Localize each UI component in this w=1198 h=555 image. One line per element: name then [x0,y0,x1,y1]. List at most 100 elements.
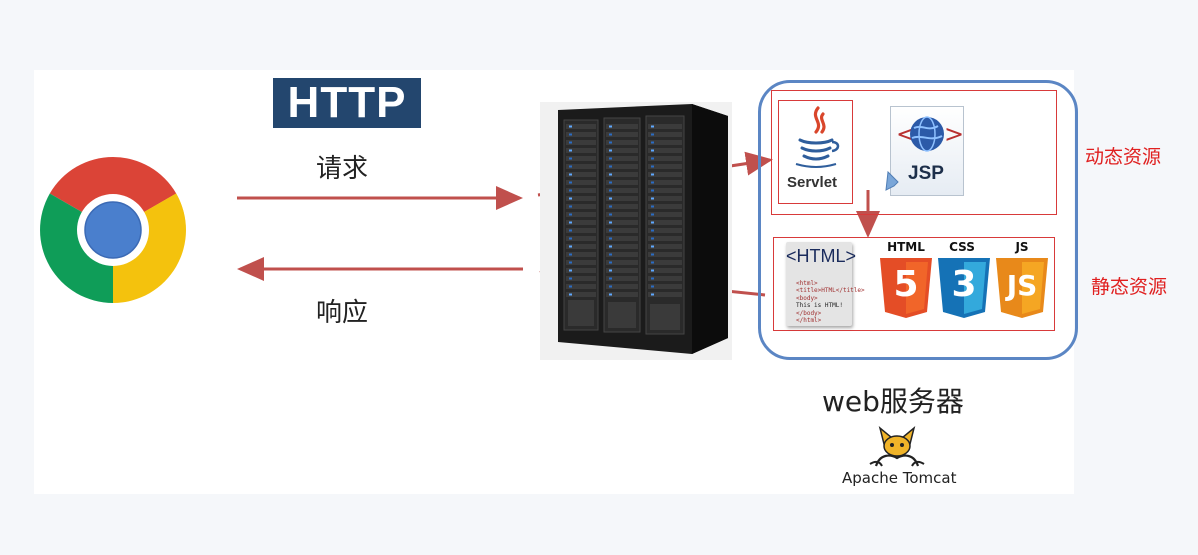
rack-led [569,125,572,128]
rack-led [609,293,612,296]
rack-unit [648,164,682,169]
rack-unit [606,164,638,169]
rack-unit [648,124,682,129]
rack-unit [566,276,596,281]
css3-caption: CSS [949,240,975,254]
dynamic-resources-box [771,90,1057,215]
rack-unit [606,292,638,297]
rack-led [569,245,572,248]
rack-led [569,293,572,296]
servlet-box [778,100,853,204]
rack-led [651,261,654,264]
js-caption: JS [1015,240,1029,254]
web-server-frame [758,80,1078,360]
request-label: 请求 [316,154,369,184]
rack-led [609,141,612,144]
rack-unit [566,164,596,169]
static-resources-box [773,237,1055,331]
rack-unit [648,148,682,153]
rack-led [609,285,612,288]
html5-caption: HTML [887,240,925,254]
html-doc-code: <html> <title>HTML</title> <body> This i… [796,280,865,324]
rack-unit [566,220,596,225]
rack-led [609,213,612,216]
rack-led [569,285,572,288]
rack-led [609,229,612,232]
rack-led [609,133,612,136]
rack-led [609,197,612,200]
jsp-label: JSP [908,163,944,184]
rack-led [609,173,612,176]
code-line: This is HTML! [796,302,843,310]
rack-unit [648,292,682,297]
rack-led [569,229,572,232]
html-document-icon [786,242,852,326]
rack-led [609,165,612,168]
rack-unit [606,244,638,249]
rack-led [609,189,612,192]
rack-led [651,165,654,168]
server-rack-icon [540,102,732,360]
rack-unit [566,124,596,129]
rack-units [566,124,682,297]
rack-unit [606,172,638,177]
response-label: 响应 [316,298,369,328]
rack-led [609,237,612,240]
rack-unit [648,236,682,241]
rack-led [651,237,654,240]
rack-led [651,157,654,160]
rack-led [651,293,654,296]
rack-unit [606,220,638,225]
rack-unit [606,228,638,233]
rack-unit [566,188,596,193]
js-letters: JS [1006,269,1038,302]
rack-led [569,141,572,144]
rack-unit [606,268,638,273]
rack-led [569,189,572,192]
rack-unit [648,276,682,281]
code-line: <html> [796,280,818,287]
rack-unit [566,156,596,161]
css3-number: 3 [951,264,977,305]
rack-unit [566,284,596,289]
rack-led [609,221,612,224]
rack-unit [606,252,638,257]
rack-led [569,213,572,216]
rack-unit [566,180,596,185]
rack-unit [606,156,638,161]
rack-led [651,285,654,288]
tomcat-label: Apache Tomcat [842,469,957,487]
rack-led [569,277,572,280]
rack-unit [648,220,682,225]
js-shield-icon [996,258,1048,318]
rack-unit [566,252,596,257]
rack-led [569,133,572,136]
dynamic-resources-label: 动态资源 [1085,146,1162,168]
rack-unit [648,196,682,201]
rack-unit [566,292,596,297]
rack-unit [566,260,596,265]
rack-unit [648,228,682,233]
rack-led [609,277,612,280]
rack-unit [566,212,596,217]
rack-led [609,261,612,264]
rack-unit [606,140,638,145]
rack-unit [648,180,682,185]
rack-unit [648,140,682,145]
rack-led [609,157,612,160]
http-badge: HTTP [273,78,421,128]
rack-led [569,173,572,176]
rack-unit [648,156,682,161]
rack-led [609,269,612,272]
rack-unit [566,268,596,273]
rack-led [651,213,654,216]
rack-unit [648,260,682,265]
rack-led [651,149,654,152]
tomcat-cat-icon [869,425,925,467]
rack-unit [566,148,596,153]
rack-led [651,221,654,224]
jsp-globe-icon: < > [896,116,962,152]
css3-shield-icon [938,258,990,318]
rack-led [651,189,654,192]
rack-led [569,157,572,160]
